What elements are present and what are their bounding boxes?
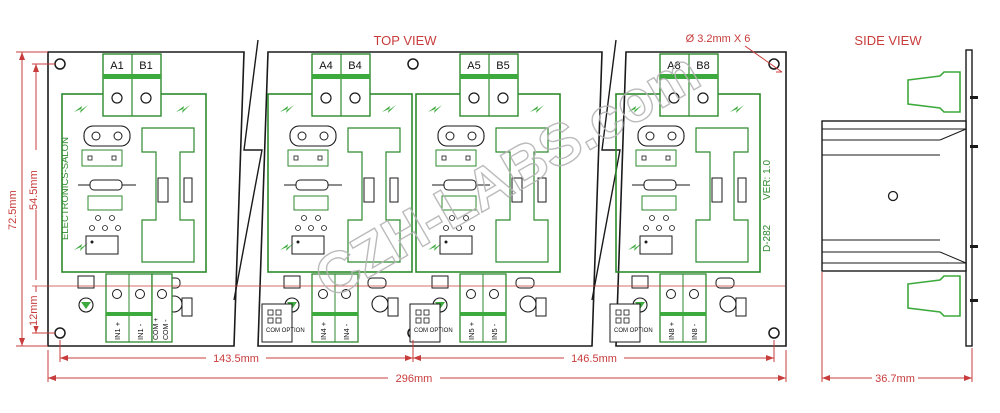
terminal-label-b: B5 [496, 60, 509, 72]
resistor [643, 179, 677, 191]
lightning-icon [628, 105, 642, 113]
top-terminal-block: A8 B8 [659, 53, 719, 117]
input-terminal-block: IN4 + IN4 - [311, 273, 359, 343]
terminal-label-a: A8 [667, 60, 680, 72]
dim-height-inner: 54.5mm [28, 170, 40, 210]
input-terminal-block: IN8 + IN8 - [659, 273, 707, 343]
lightning-icon [74, 105, 88, 113]
lightning-icon [530, 105, 544, 113]
terminal-label-a: A5 [467, 60, 480, 72]
top-terminal-block: A4 B4 [311, 53, 371, 117]
dim-width-right: 146.5mm [571, 353, 617, 365]
com-option-label: COM OPTION [266, 328, 305, 334]
com-option-jumper: COM OPTION [409, 303, 453, 343]
heatsink-footprint [347, 127, 401, 263]
optocoupler [291, 235, 325, 255]
top-terminal-block: A1 B1 [102, 53, 162, 117]
optocoupler [639, 235, 673, 255]
side-view [821, 49, 978, 382]
resistor [295, 179, 329, 191]
hole-note: Ø 3.2mm X 6 [686, 33, 751, 45]
fuse-holder [637, 125, 685, 147]
com-option-label: COM OPTION [614, 328, 653, 334]
input-label-plus: IN4 + [319, 321, 328, 340]
fuse-holder [83, 125, 131, 147]
resistor [89, 179, 123, 191]
transistor [719, 295, 737, 313]
lightning-icon [382, 105, 396, 113]
optocoupler [85, 235, 119, 255]
com-label-plus: COM + [153, 318, 160, 340]
board-outline [47, 51, 787, 347]
com-option-jumper: COM OPTION [261, 303, 305, 343]
com-terminal-block: COM +COM - [151, 273, 173, 343]
input-label-plus: IN8 + [667, 321, 676, 340]
input-label-minus: IN1 - [136, 323, 145, 340]
lightning-icon [730, 105, 744, 113]
dim-height-total: 72.5mm [7, 190, 19, 230]
transistor [519, 295, 537, 313]
input-terminal-block: IN1 + IN1 - [105, 273, 153, 343]
lightning-icon [428, 105, 442, 113]
lightning-icon [74, 243, 88, 251]
transistor [371, 295, 389, 313]
com-option-jumper: COM OPTION [609, 303, 653, 343]
heatsink-footprint [141, 127, 195, 263]
lightning-icon [628, 243, 642, 251]
dim-height-bottom: 12mm [28, 295, 40, 326]
fuse-holder [437, 125, 485, 147]
input-label-minus: IN5 - [490, 323, 499, 340]
break-marks [233, 39, 621, 301]
dim-side-depth: 36.7mm [875, 373, 915, 385]
top-terminal-block: A5 B5 [459, 53, 519, 117]
input-label-minus: IN8 - [690, 323, 699, 340]
lightning-icon [428, 243, 442, 251]
lightning-icon [176, 105, 190, 113]
terminal-label-a: A4 [319, 60, 332, 72]
top-view-title: TOP VIEW [373, 33, 437, 48]
com-option-label: COM OPTION [414, 328, 453, 334]
model-label: D-282 [762, 224, 773, 252]
input-terminal-block: IN5 + IN5 - [459, 273, 507, 343]
terminal-label-a: A1 [110, 60, 123, 72]
hole-note-leader [744, 45, 783, 73]
dimension-arrows [19, 52, 786, 381]
heatsink-footprint [695, 127, 749, 263]
input-label-plus: IN1 + [113, 321, 122, 340]
input-label-plus: IN5 + [467, 321, 476, 340]
terminal-label-b: B1 [139, 60, 152, 72]
dim-width-total: 296mm [396, 373, 433, 385]
version-label: VER: 1.0 [762, 160, 773, 200]
input-label-minus: IN4 - [342, 323, 351, 340]
terminal-label-b: B8 [696, 60, 709, 72]
terminal-label-b: B4 [348, 60, 361, 72]
fuse-holder [289, 125, 337, 147]
optocoupler [439, 235, 473, 255]
side-view-title: SIDE VIEW [854, 33, 922, 48]
com-label-minus: COM - [163, 319, 170, 340]
lightning-icon [280, 105, 294, 113]
dim-width-left: 143.5mm [213, 353, 259, 365]
resistor [443, 179, 477, 191]
lightning-icon [280, 243, 294, 251]
heatsink-footprint [495, 127, 549, 263]
brand-label: ELECTRONICS-SALON [60, 137, 71, 240]
